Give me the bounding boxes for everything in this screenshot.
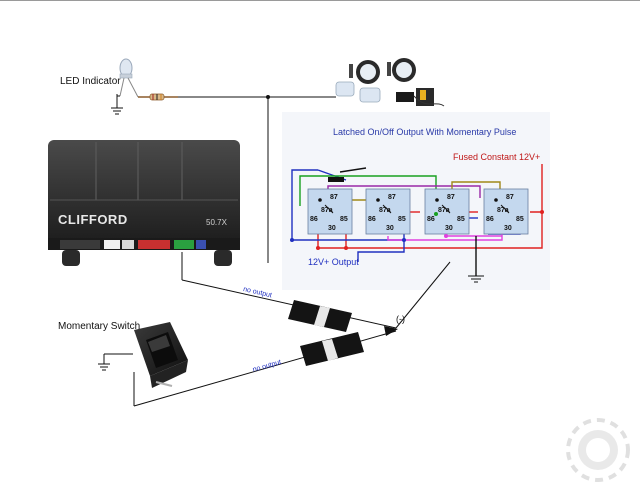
relay-4-pin-85: 85 (516, 216, 524, 223)
relay-1-pin-87: 87 (330, 194, 338, 201)
diode-top-icon (288, 300, 352, 332)
relay-2-pin-87: 87 (388, 194, 396, 201)
relay-4-pin-30: 30 (504, 225, 512, 232)
negative-label: (-) (396, 314, 405, 324)
fused-constant-label: Fused Constant 12V+ (453, 152, 541, 162)
relay-3 (424, 188, 470, 235)
output-12v-label: 12V+ Output (308, 257, 359, 267)
relay-2-pin-85: 85 (398, 216, 406, 223)
relay-2-pin-30: 30 (386, 225, 394, 232)
momentary-switch-icon (134, 322, 188, 388)
resistor-icon (138, 93, 178, 101)
relay-3-pin-86: 86 (427, 216, 435, 223)
relay-3-pin-30: 30 (445, 225, 453, 232)
diode-bottom-icon (300, 332, 364, 366)
watermark-logo (566, 418, 630, 482)
led-indicator-icon (111, 58, 139, 115)
relay-3-pin-87: 87 (447, 194, 455, 201)
relay-2-pin-87a: 87a (379, 207, 391, 214)
relay-4-pin-87: 87 (506, 194, 514, 201)
relay-ground-icon (468, 275, 484, 283)
relay-3-pin-85: 85 (457, 216, 465, 223)
module-brand-label: CLIFFORD (58, 212, 128, 227)
junction-arrow-icon (384, 326, 398, 336)
relay-1 (307, 188, 353, 235)
fog-lights-icon (335, 58, 445, 107)
relay-3-pin-87a: 87a (438, 207, 450, 214)
relay-4 (483, 188, 529, 235)
module-model-label: 50.7X (206, 218, 227, 227)
momentary-switch-label: Momentary Switch (58, 321, 141, 332)
switch-ground-icon (98, 353, 133, 371)
relay-2-pin-86: 86 (368, 216, 376, 223)
top-border-line (0, 0, 640, 1)
relay-2 (365, 188, 411, 235)
relay-4-pin-86: 86 (486, 216, 494, 223)
clifford-module (48, 140, 240, 266)
relay-1-pin-87a: 87a (321, 207, 333, 214)
relay-1-pin-86: 86 (310, 216, 318, 223)
latched-output-title: Latched On/Off Output With Momentary Pul… (333, 127, 517, 137)
relay-1-pin-85: 85 (340, 216, 348, 223)
fuse-icon (328, 177, 344, 182)
connection-dots (266, 95, 544, 250)
relay-1-pin-30: 30 (328, 225, 336, 232)
relay-4-pin-87a: 87a (497, 207, 509, 214)
led-indicator-label: LED Indicator (60, 76, 121, 87)
